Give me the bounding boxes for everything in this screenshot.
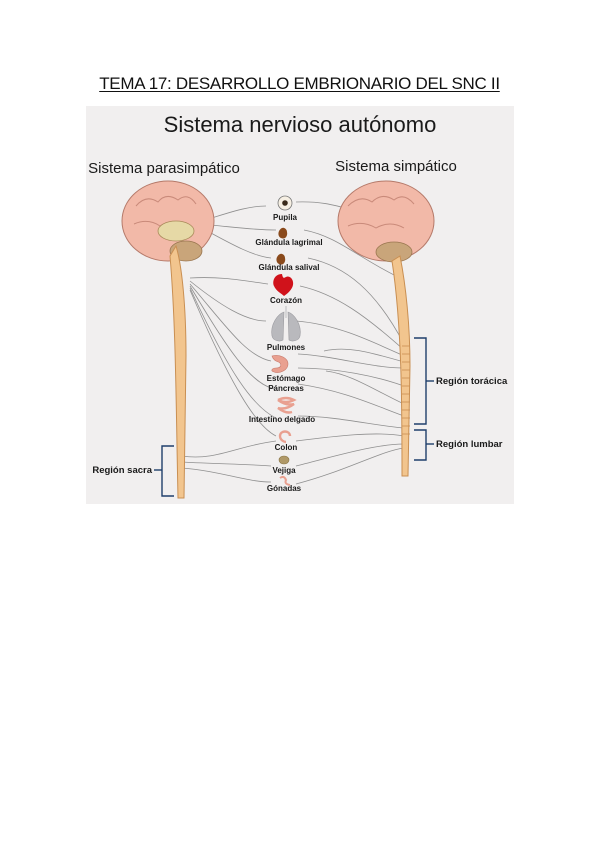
organ-label-lagrimal: Glándula lagrimal [255,238,322,247]
eye-icon [277,195,293,211]
stomach-icon [271,355,289,373]
parasympathetic-spinal-cord [169,244,187,499]
region-sacra-bracket [154,445,174,497]
organ-label-pancreas: Páncreas [268,384,304,393]
bladder-icon [278,455,290,465]
organ-label-gonadas: Gónadas [267,484,302,493]
organ-label-vejiga: Vejiga [272,466,296,475]
sympathetic-label: Sistema simpático [335,158,457,175]
organ-label-salival: Glándula salival [259,263,320,272]
colon-icon [278,430,292,444]
figure-svg: Sistema nervioso autónomo Sistema parasi… [88,112,508,499]
lungs-icon [271,306,301,342]
region-label-toracica: Región torácica [436,376,508,387]
document-title: TEMA 17: DESARROLLO EMBRIONARIO DEL SNC … [99,74,500,93]
figure-title: Sistema nervioso autónomo [164,112,437,137]
region-lumbar-bracket [414,429,434,461]
sympathetic-ganglia-marks [402,345,410,435]
intestine-icon [277,396,297,414]
organ-label-estomago: Estómago [267,374,306,383]
sympathetic-spinal-cord [391,255,411,477]
sympathetic-brain [337,180,435,263]
parasympathetic-label: Sistema parasimpático [88,160,240,177]
autonomic-nervous-system-figure: Sistema nervioso autónomo Sistema parasi… [86,106,514,504]
heart-icon [273,274,294,296]
gland-icon [278,227,288,239]
region-label-lumbar: Región lumbar [436,439,503,450]
organ-label-colon: Colon [275,443,298,452]
organ-label-corazon: Corazón [270,296,302,305]
parasympathetic-brain [121,180,215,262]
organ-label-intestino: Intestino delgado [249,415,315,424]
gland-icon [276,253,286,265]
gonads-icon [279,475,291,486]
organ-label-pulmones: Pulmones [267,343,306,352]
organ-label-pupila: Pupila [273,213,298,222]
region-label-sacra: Región sacra [92,465,152,476]
region-toracica-bracket [414,337,434,425]
